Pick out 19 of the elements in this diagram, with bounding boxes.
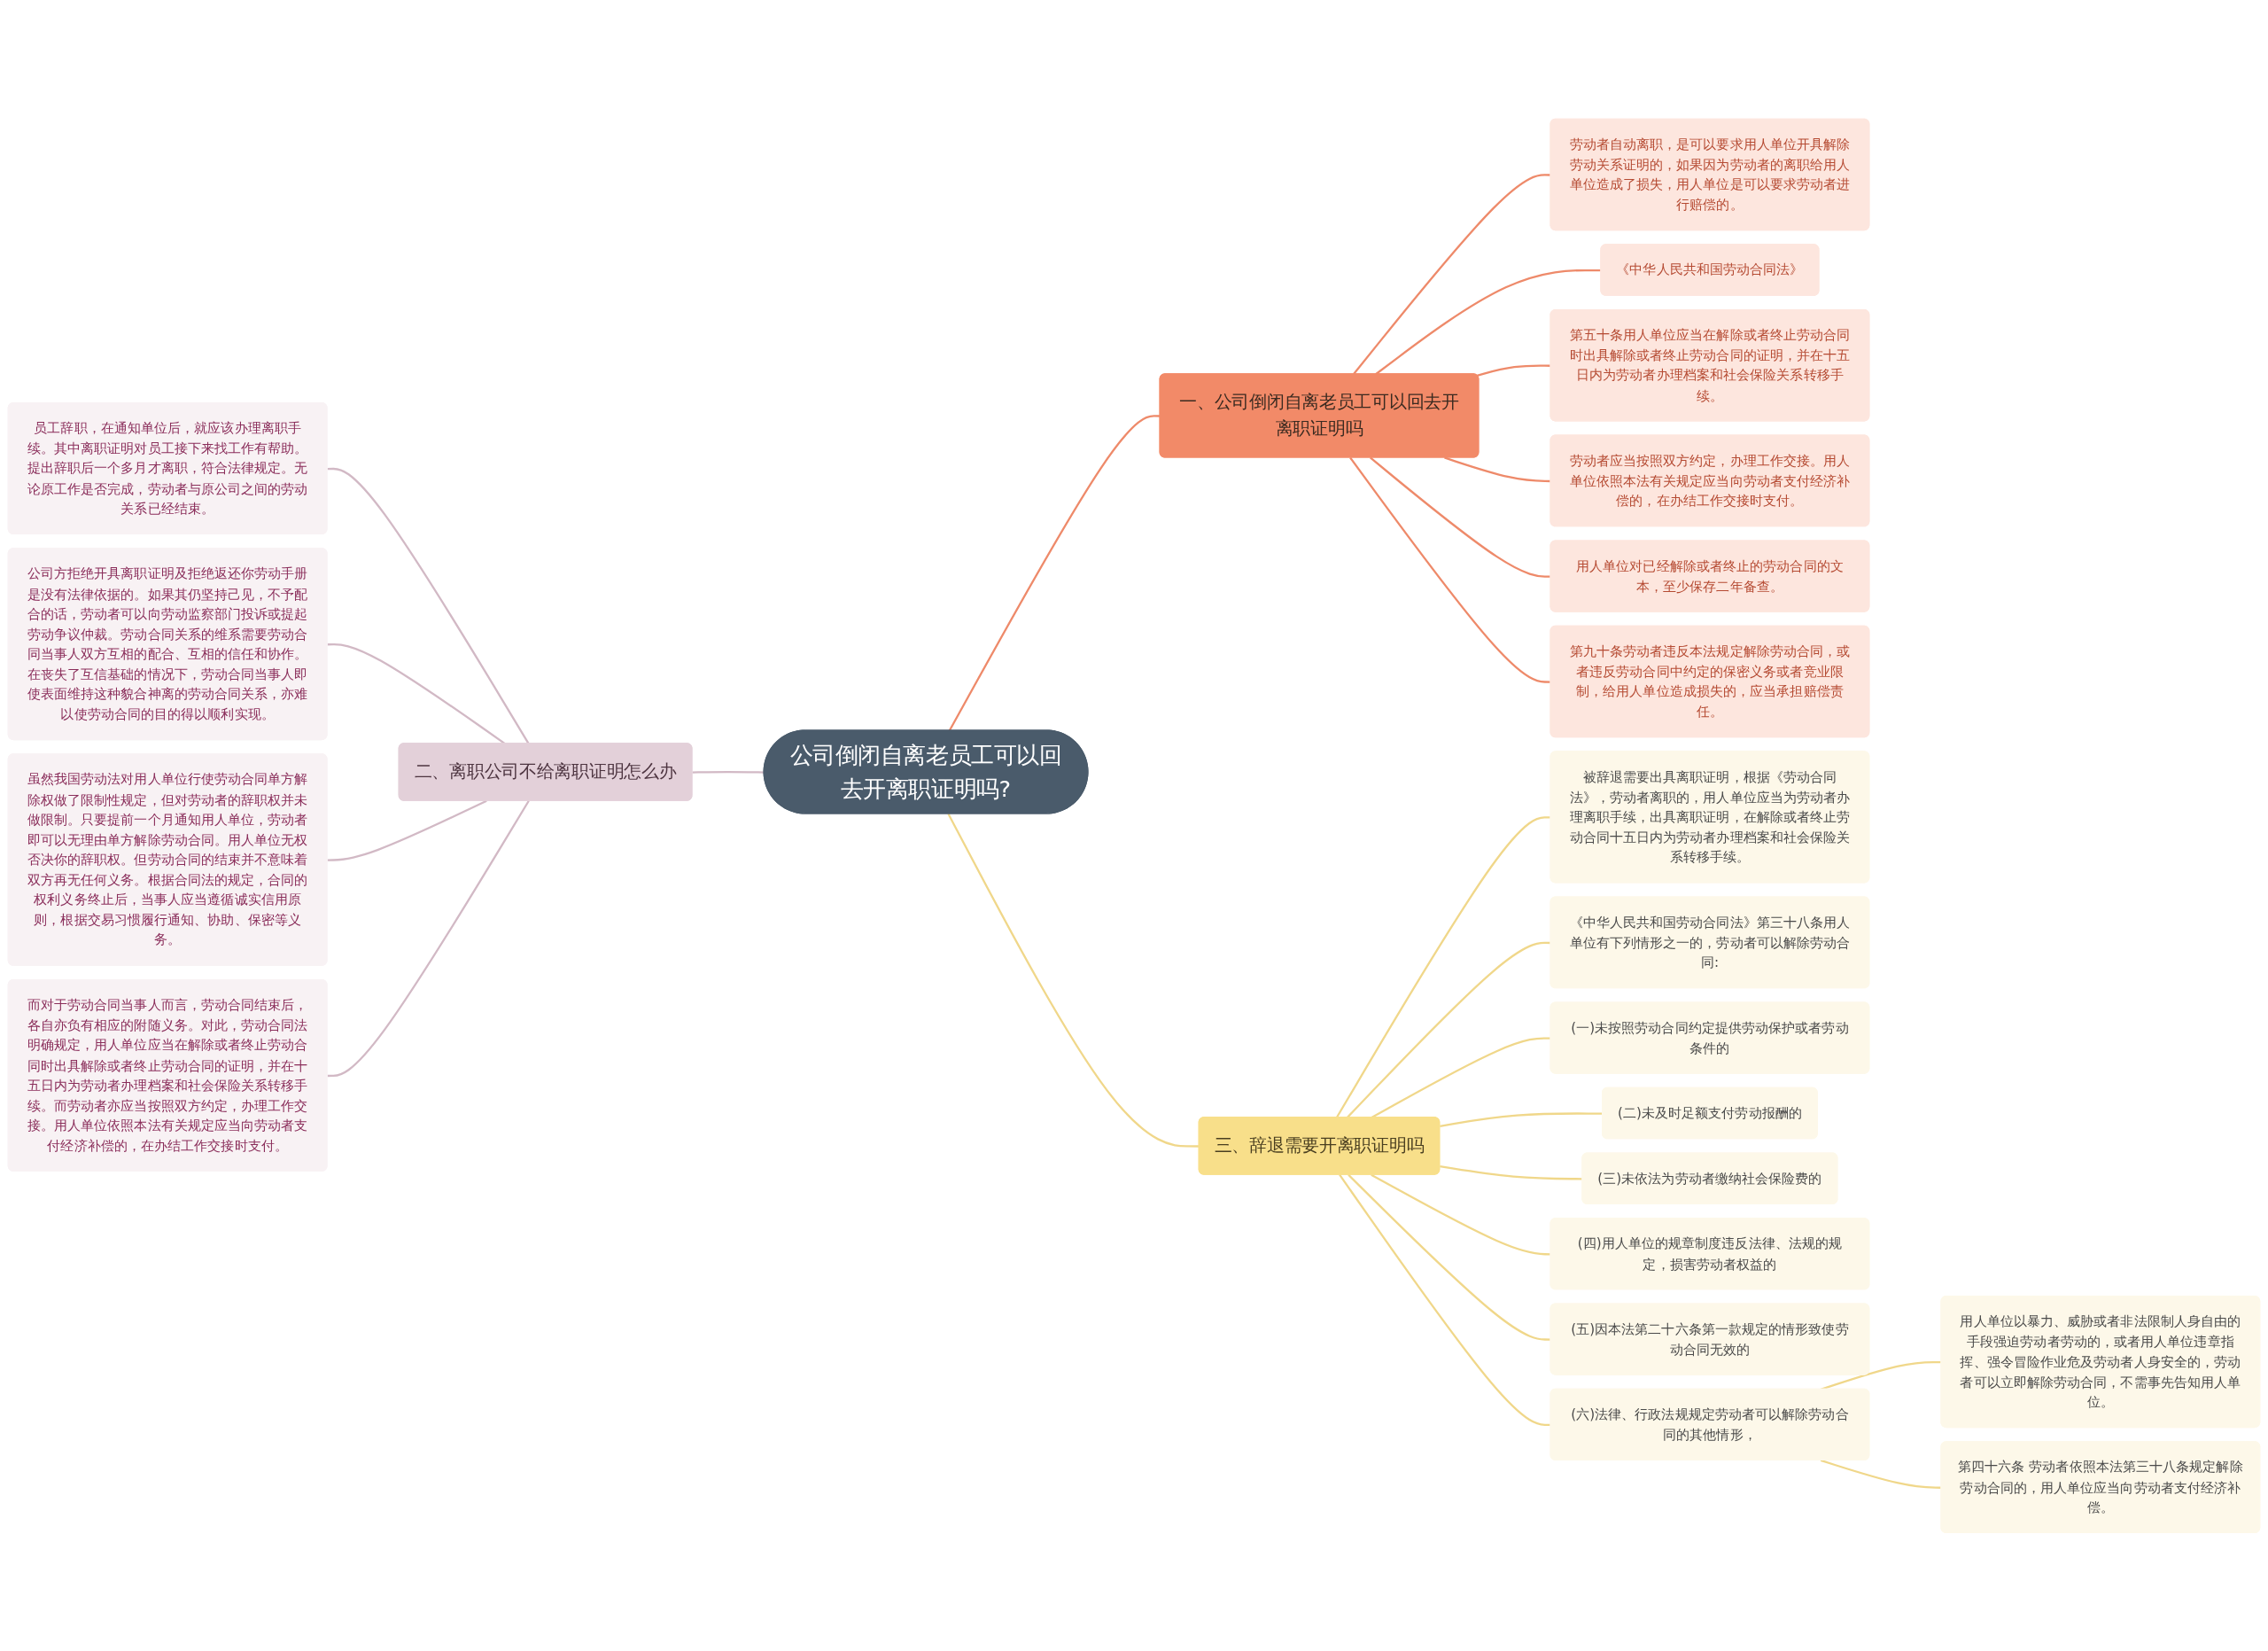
connector <box>1371 1173 1551 1256</box>
connector <box>947 813 1200 1148</box>
connector <box>692 770 765 774</box>
connector <box>327 799 487 861</box>
connector <box>1370 456 1551 578</box>
connector <box>327 467 530 744</box>
connector <box>327 799 530 1077</box>
connector <box>1349 456 1551 683</box>
connector <box>1371 1037 1551 1118</box>
connector <box>1444 456 1551 482</box>
connector <box>1339 1173 1551 1426</box>
connector <box>948 414 1161 731</box>
connector <box>327 642 506 744</box>
connector <box>1820 1459 1942 1489</box>
connector <box>1346 941 1551 1118</box>
connector <box>1352 173 1551 375</box>
connector <box>1348 1173 1551 1341</box>
connector <box>1476 364 1551 377</box>
connector <box>1335 815 1551 1118</box>
